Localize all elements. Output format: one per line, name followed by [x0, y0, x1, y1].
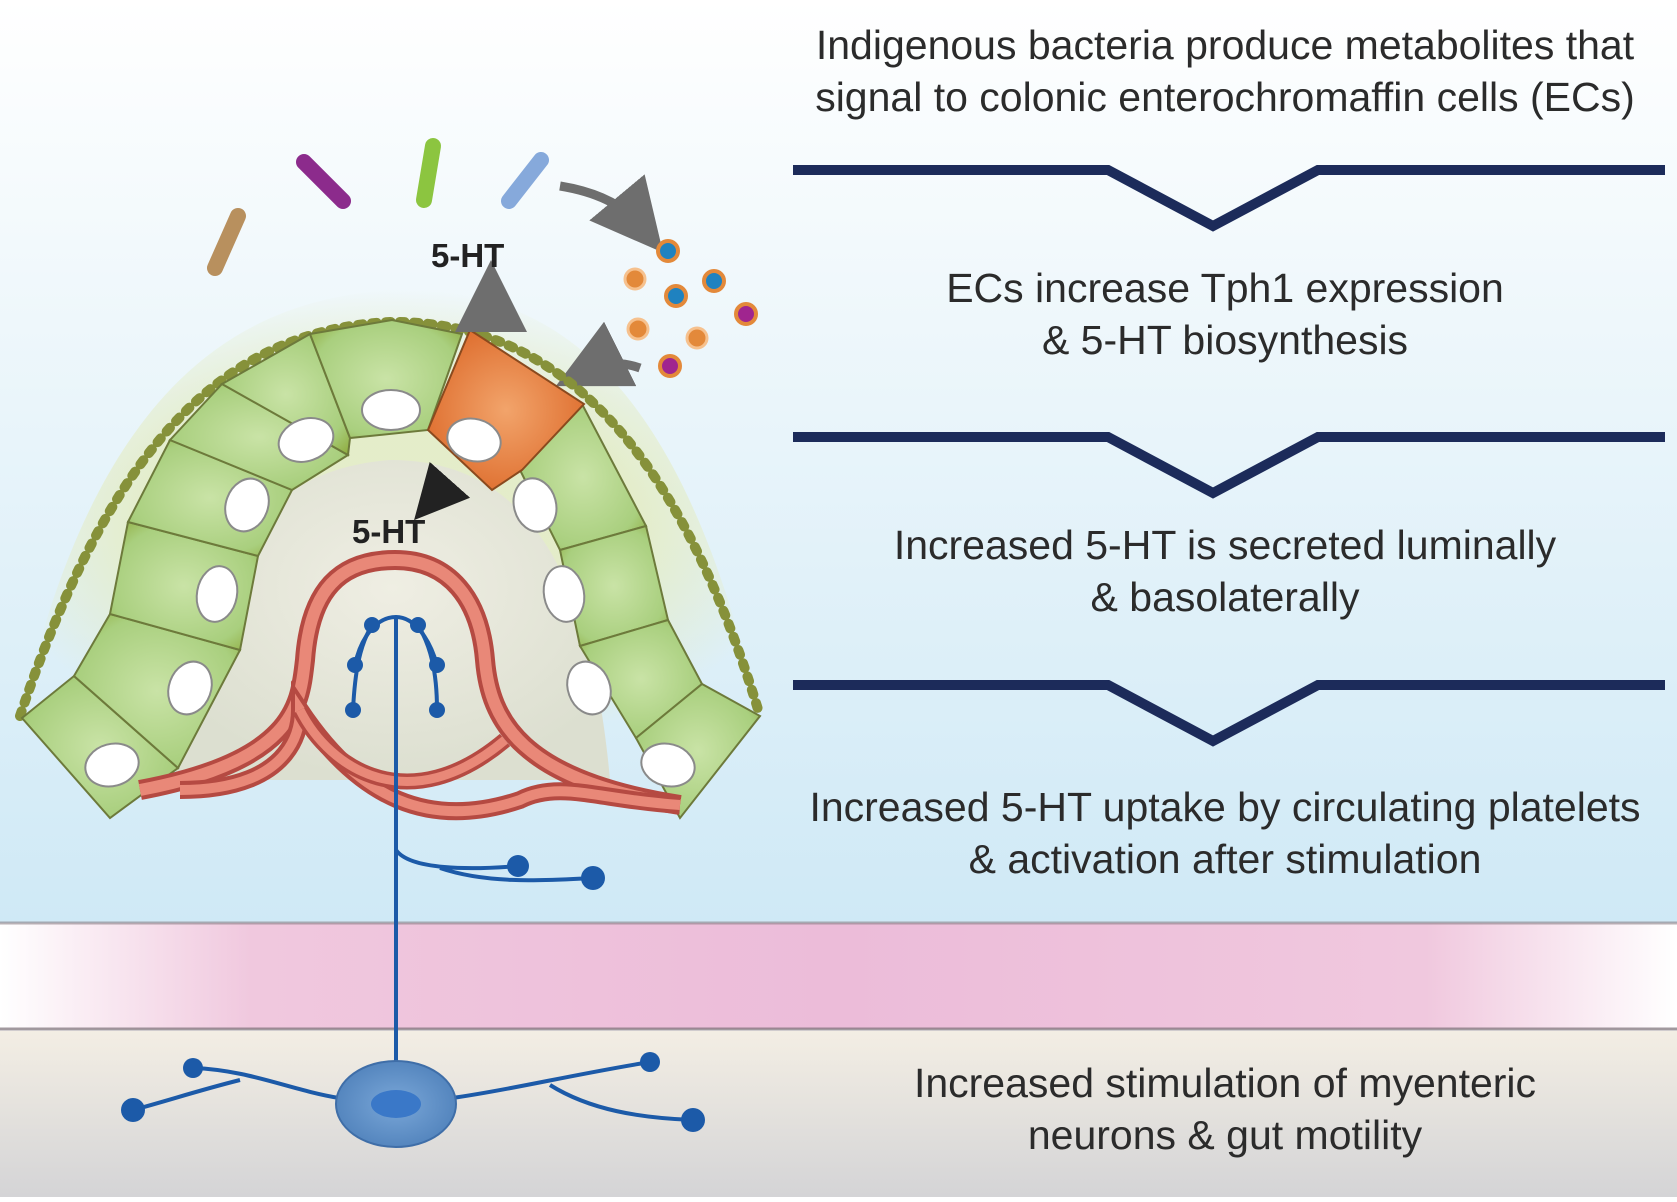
bacterium-green: [416, 138, 441, 208]
epithelial-cell: [308, 318, 464, 440]
bacteria-group: [207, 138, 549, 276]
step-2-line-1: ECs increase Tph1 expression: [946, 265, 1504, 311]
step-5-line-1: Increased stimulation of myenteric: [913, 1060, 1537, 1106]
nucleus: [167, 660, 213, 716]
nucleus: [277, 417, 335, 463]
metabolite-dot: [664, 284, 688, 308]
step-1-text: Indigenous bacteria produce metabolites …: [790, 19, 1660, 123]
step-2-text: ECs increase Tph1 expression & 5-HT bios…: [790, 262, 1660, 366]
step-3-line-2: & basolaterally: [1090, 574, 1360, 620]
basolateral-secretion-arrow: [414, 461, 471, 521]
step-5-text: Increased stimulation of myenteric neuro…: [790, 1057, 1660, 1161]
step-4-line-1: Increased 5-HT uptake by circulating pla…: [809, 784, 1641, 830]
metabolite-dot: [658, 354, 682, 378]
step-3-line-1: Increased 5-HT is secreted luminally: [893, 522, 1557, 568]
bacterium-blue: [501, 152, 549, 209]
metabolite-signal-arrow: [555, 321, 642, 387]
step-5-line-2: neurons & gut motility: [1027, 1112, 1423, 1158]
chevron-divider-1: [793, 165, 1665, 232]
metabolite-dot: [656, 239, 680, 263]
nucleus: [542, 565, 586, 623]
metabolite-dot: [626, 317, 650, 341]
metabolites-group: [623, 239, 758, 378]
metabolite-dot: [623, 267, 647, 291]
metabolite-production-arrow: [559, 174, 664, 253]
chevron-divider-2: [793, 432, 1665, 499]
nucleus: [224, 477, 270, 533]
nucleus: [512, 477, 558, 533]
chevron-divider-3: [793, 680, 1665, 747]
ec-nucleus: [446, 417, 502, 463]
step-1-line-2: signal to colonic enterochromaffin cells…: [815, 74, 1635, 120]
nucleus: [361, 389, 421, 431]
serotonin-luminal-label: 5-HT: [431, 237, 505, 274]
myenteric-layer: [0, 1031, 1677, 1197]
nucleus: [640, 742, 696, 788]
nucleus: [195, 565, 239, 623]
serotonin-basolateral-label: 5-HT: [352, 513, 426, 550]
step-3-text: Increased 5-HT is secreted luminally & b…: [790, 519, 1660, 623]
bacterium-purple: [296, 154, 351, 209]
chevron-dividers: [793, 165, 1665, 747]
step-2-line-2: & 5-HT biosynthesis: [1041, 317, 1409, 363]
neuron-terminals: [121, 617, 705, 1132]
blood-vessel: [138, 549, 682, 821]
step-1-line-1: Indigenous bacteria produce metabolites …: [815, 22, 1635, 68]
metabolite-dot: [734, 302, 758, 326]
nucleus: [566, 660, 612, 716]
neuron-nucleus: [371, 1090, 421, 1118]
step-4-text: Increased 5-HT uptake by circulating pla…: [790, 781, 1660, 885]
step-4-line-2: & activation after stimulation: [968, 836, 1482, 882]
epithelial-cells: [20, 318, 762, 820]
metabolite-dot: [685, 326, 709, 350]
muscle-layer: [0, 923, 1677, 1029]
metabolite-dot: [702, 269, 726, 293]
bacterium-tan: [207, 208, 246, 276]
nucleus: [84, 742, 140, 788]
nuclei: [84, 389, 696, 788]
